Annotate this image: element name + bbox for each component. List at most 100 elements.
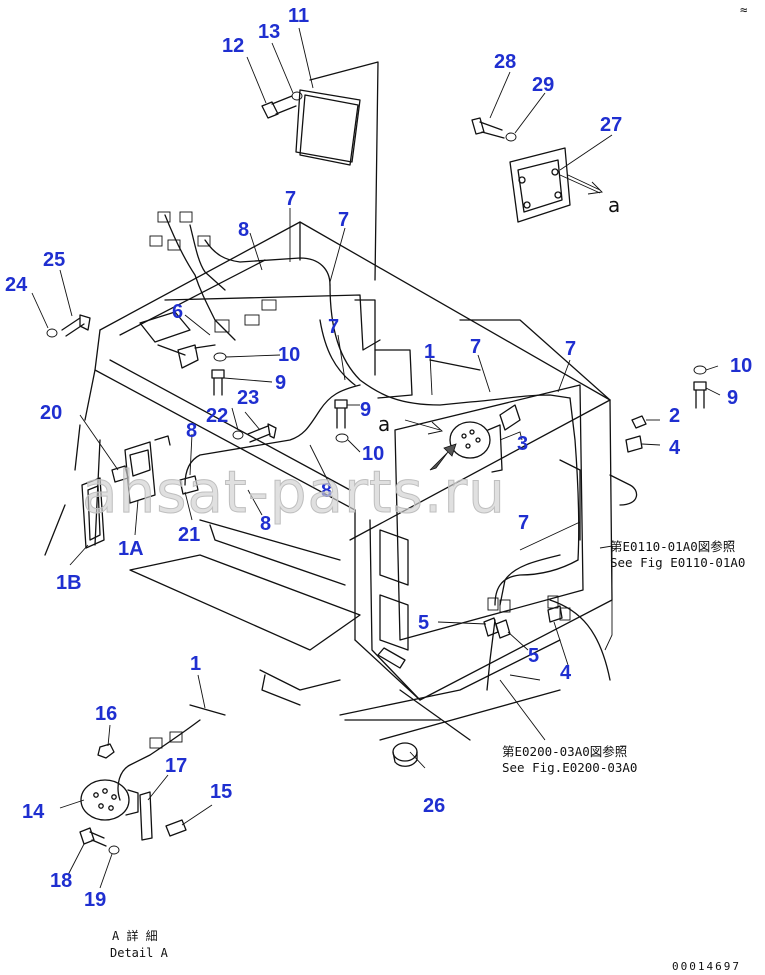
callout-9-b: 9 [360, 399, 371, 421]
callout-4-a: 4 [669, 437, 681, 459]
washer-19 [108, 845, 120, 855]
bolt-28 [471, 117, 505, 139]
reference-e0200-jp: 第E0200-03A0図参照 [502, 744, 627, 759]
callout-24: 24 [5, 274, 28, 296]
callout-13: 13 [258, 21, 280, 43]
callout-10-c: 10 [730, 355, 752, 377]
bracket-1B [81, 477, 105, 549]
clip-4-upper [625, 435, 643, 453]
detail-label-jp: A 詳 細 [112, 928, 158, 943]
clamp-17 [139, 791, 153, 841]
washer-22 [232, 430, 244, 440]
callout-8-c: 8 [321, 480, 332, 502]
callout-labels: 11 13 12 28 29 27 25 24 7 8 7 6 7 1 7 7 … [5, 5, 752, 911]
arrow-marker [429, 443, 457, 471]
callout-5-b: 5 [528, 645, 539, 667]
bolt-12 [261, 95, 297, 119]
clamp-21 [179, 475, 199, 495]
lamp-14 [80, 779, 139, 821]
callout-17: 17 [165, 755, 187, 777]
callout-29: 29 [532, 74, 554, 96]
callout-10-a: 10 [278, 344, 300, 366]
figure-references: 第E0110-01A0図参照 See Fig E0110-01A0 第E0200… [502, 539, 745, 775]
bolt-23 [247, 423, 277, 443]
fuse-holder-1A [124, 435, 171, 504]
callout-7-f: 7 [518, 512, 529, 534]
arrow-letters: a a [378, 193, 620, 436]
callout-8-a: 8 [238, 219, 249, 241]
callout-1B: 1B [56, 572, 82, 594]
cap-2 [631, 415, 647, 429]
washer-24 [46, 328, 58, 338]
washer-10-center [335, 433, 349, 443]
callout-20: 20 [40, 402, 62, 424]
watermark-text: ahsat-parts.ru [82, 458, 506, 526]
clip-4-lower [547, 605, 563, 623]
callout-18: 18 [50, 870, 72, 892]
callout-27: 27 [600, 114, 622, 136]
callout-1: 1 [424, 341, 435, 363]
callout-7-c: 7 [328, 316, 339, 338]
washer-10-right [693, 365, 707, 375]
drawing-number: 00014697 [672, 960, 741, 973]
detail-label-en: Detail A [110, 946, 169, 960]
callout-7-b: 7 [338, 209, 349, 231]
detail-a-label: A 詳 細 Detail A [110, 928, 169, 960]
arrow-label-a-top: a [608, 193, 620, 217]
callout-25: 25 [43, 249, 65, 271]
frame-linework [44, 61, 613, 741]
bolt-15 [165, 819, 187, 837]
relay-6 [177, 344, 216, 369]
callout-14: 14 [22, 801, 45, 823]
callout-1-detail: 1 [190, 653, 201, 675]
top-right-mark: ≈ [740, 2, 748, 17]
harness-connectors [149, 211, 571, 749]
arrow-label-a-mid: a [378, 412, 390, 436]
callout-16: 16 [95, 703, 117, 725]
callout-8-d: 8 [260, 513, 271, 535]
callout-21: 21 [178, 524, 200, 546]
callout-12: 12 [222, 35, 244, 57]
callout-28: 28 [494, 51, 516, 73]
callout-3: 3 [517, 433, 528, 455]
callout-19: 19 [84, 889, 106, 911]
callout-1A: 1A [118, 538, 144, 560]
reference-e0110-en: See Fig E0110-01A0 [610, 555, 745, 570]
nut-16 [97, 743, 115, 759]
callout-15: 15 [210, 781, 232, 803]
bolt-9-left [211, 369, 225, 396]
bolt-18 [79, 827, 107, 847]
washer-10-left [213, 352, 227, 362]
washer-13 [291, 91, 303, 101]
callout-7-d: 7 [470, 336, 481, 358]
washer-29 [505, 132, 517, 142]
reference-e0110-jp: 第E0110-01A0図参照 [610, 539, 735, 554]
callout-4-b: 4 [560, 662, 572, 684]
bolt-9-right [693, 381, 707, 409]
callout-2: 2 [669, 405, 680, 427]
callout-7-e: 7 [565, 338, 576, 360]
callout-5-a: 5 [418, 612, 429, 634]
horn-unit [449, 404, 521, 473]
callout-23: 23 [237, 387, 259, 409]
callout-9-c: 9 [727, 387, 738, 409]
view-arrow-a [404, 174, 603, 435]
reference-e0200-en: See Fig.E0200-03A0 [502, 760, 637, 775]
callout-22: 22 [206, 405, 228, 427]
callout-6: 6 [172, 301, 183, 323]
callout-9-a: 9 [275, 372, 286, 394]
callout-7-a: 7 [285, 188, 296, 210]
callout-26: 26 [423, 795, 445, 817]
callout-8-b: 8 [186, 420, 197, 442]
connector-5 [483, 617, 511, 639]
cover-plate-11 [295, 89, 361, 163]
wiring-harness [117, 214, 638, 801]
leader-lines [31, 27, 721, 889]
plug-26 [392, 742, 418, 767]
bolt-9-center [334, 399, 348, 429]
callout-11: 11 [288, 5, 309, 27]
callout-10-b: 10 [362, 443, 384, 465]
gasket-plate-27 [509, 147, 571, 223]
bolt-25 [61, 314, 91, 337]
